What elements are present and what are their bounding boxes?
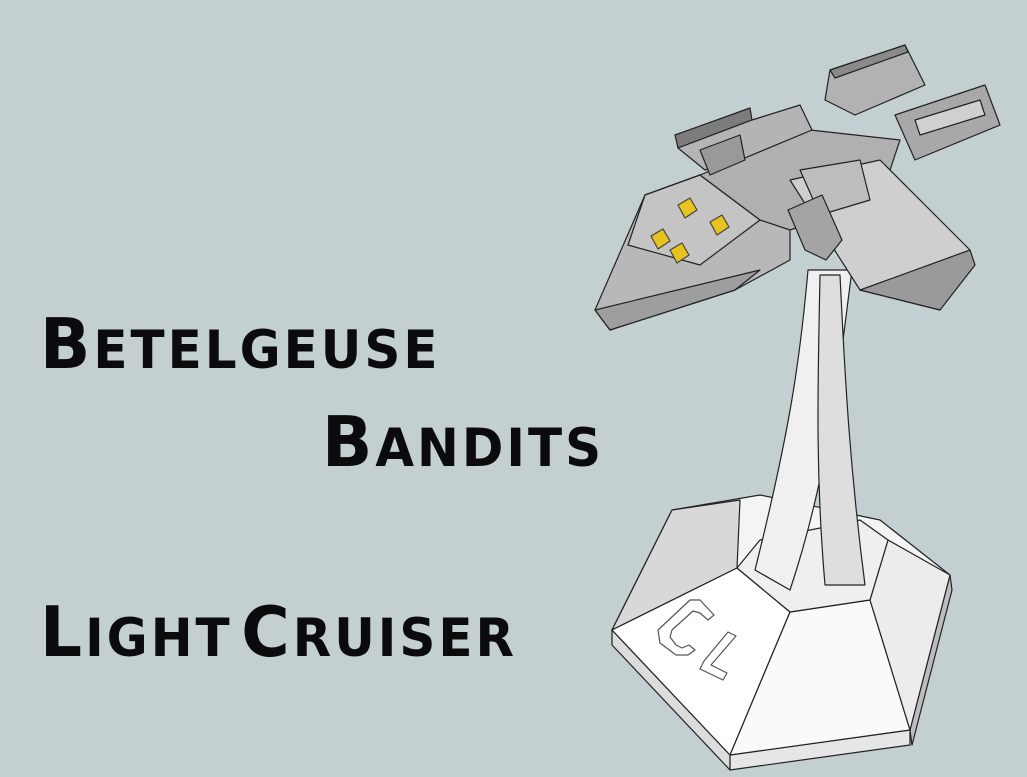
title-rest: ruiser [292,607,518,669]
title-rest: etelgeuse [93,319,441,381]
title-rest: ight [85,607,233,669]
title-line-light-cruiser: Light Cruiser [40,598,517,667]
weapon-pods [674,44,1001,176]
cockpit-windows [650,197,730,264]
title-line-betelgeuse: Betelgeuse [40,310,441,379]
stand-stem [754,269,866,591]
title-initial: L [40,592,86,673]
title-initial: B [40,304,94,385]
ship-hull [594,129,976,331]
title-initial: C [241,592,293,673]
cl-engraving [657,599,737,681]
title-line-bandits: Bandits [322,408,604,477]
title-initial: B [322,402,376,483]
hex-base [611,494,953,771]
title-rest: andits [375,417,605,479]
